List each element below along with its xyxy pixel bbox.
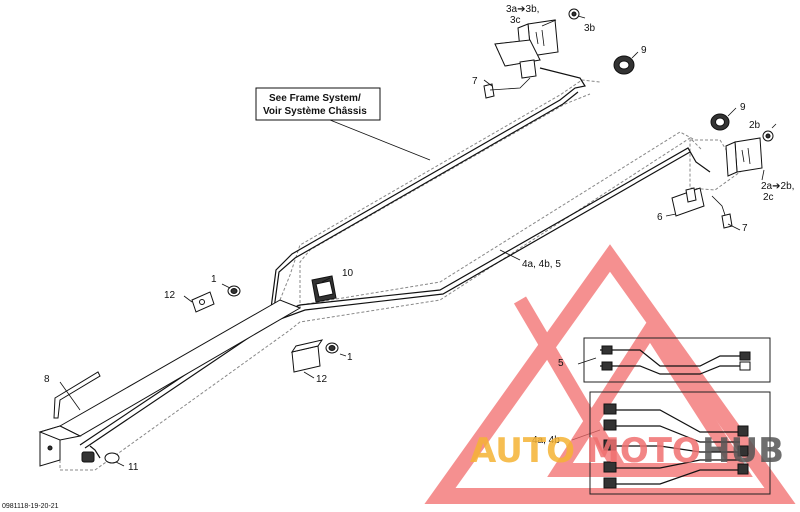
callout-10: 10 bbox=[342, 268, 354, 279]
callout-2b: 2b bbox=[749, 120, 761, 131]
part-7-right-wire bbox=[711, 195, 733, 229]
leader-lines bbox=[59, 15, 777, 467]
part-10-lens bbox=[311, 275, 337, 303]
rear-tube bbox=[38, 299, 302, 467]
callout-3abc-line1: 3a➔3b, bbox=[506, 4, 539, 15]
part-1-bottom-grommet bbox=[325, 342, 339, 354]
watermark-hub: HUB bbox=[702, 431, 784, 471]
callout-4a-4b-inset: 4a, 4b bbox=[532, 435, 560, 446]
callout-12-top: 12 bbox=[164, 290, 176, 301]
inset-box-4a-4b bbox=[589, 391, 771, 495]
callout-1-bottom: 1 bbox=[347, 352, 353, 363]
frame-outline bbox=[39, 39, 741, 471]
callout-11: 11 bbox=[128, 462, 139, 473]
part-6-bracket bbox=[671, 187, 705, 217]
callout-8: 8 bbox=[44, 374, 50, 385]
callout-2abc-line2: 2c bbox=[763, 192, 774, 203]
watermark-auto: AUTO bbox=[470, 431, 575, 471]
part-9-mid-gasket bbox=[710, 113, 730, 131]
callout-12-bottom: 12 bbox=[316, 374, 328, 385]
see-frame-system-box bbox=[255, 87, 381, 121]
part-9-top-gasket bbox=[613, 55, 635, 75]
part-11-connector bbox=[81, 451, 120, 464]
callout-6: 6 bbox=[657, 212, 663, 223]
part-7-top-wire bbox=[483, 77, 531, 99]
callout-9-mid: 9 bbox=[740, 102, 746, 113]
callout-2abc-line1: 2a➔2b, bbox=[761, 181, 794, 192]
top-bulb-3b bbox=[568, 8, 580, 20]
callout-7-right: 7 bbox=[742, 223, 748, 234]
watermark-text: AUTO MOTO HUB bbox=[470, 431, 784, 471]
top-light-housing bbox=[494, 19, 559, 79]
reference-code: 0981118-19-20-21 bbox=[2, 503, 59, 510]
inset-box-5 bbox=[583, 337, 771, 383]
see-frame-system-line1: See Frame System/ bbox=[269, 93, 361, 104]
watermark-logo bbox=[424, 244, 796, 504]
part-1-top-grommet bbox=[227, 285, 241, 297]
callout-3b: 3b bbox=[584, 23, 596, 34]
right-light-housing bbox=[725, 130, 774, 177]
callout-4a-4b-5: 4a, 4b, 5 bbox=[522, 259, 561, 270]
part-8-rod bbox=[53, 371, 101, 419]
see-frame-system-line2: Voir Système Châssis bbox=[263, 106, 367, 117]
callout-9-top: 9 bbox=[641, 45, 647, 56]
part-12-top-bracket bbox=[191, 291, 215, 313]
part-12-bottom-block bbox=[290, 339, 324, 373]
callout-1-top: 1 bbox=[211, 274, 217, 285]
callout-5-inset: 5 bbox=[558, 358, 564, 369]
callout-3abc-line2: 3c bbox=[510, 15, 521, 26]
callout-7-top: 7 bbox=[472, 76, 478, 87]
watermark-moto: MOTO bbox=[586, 431, 701, 471]
